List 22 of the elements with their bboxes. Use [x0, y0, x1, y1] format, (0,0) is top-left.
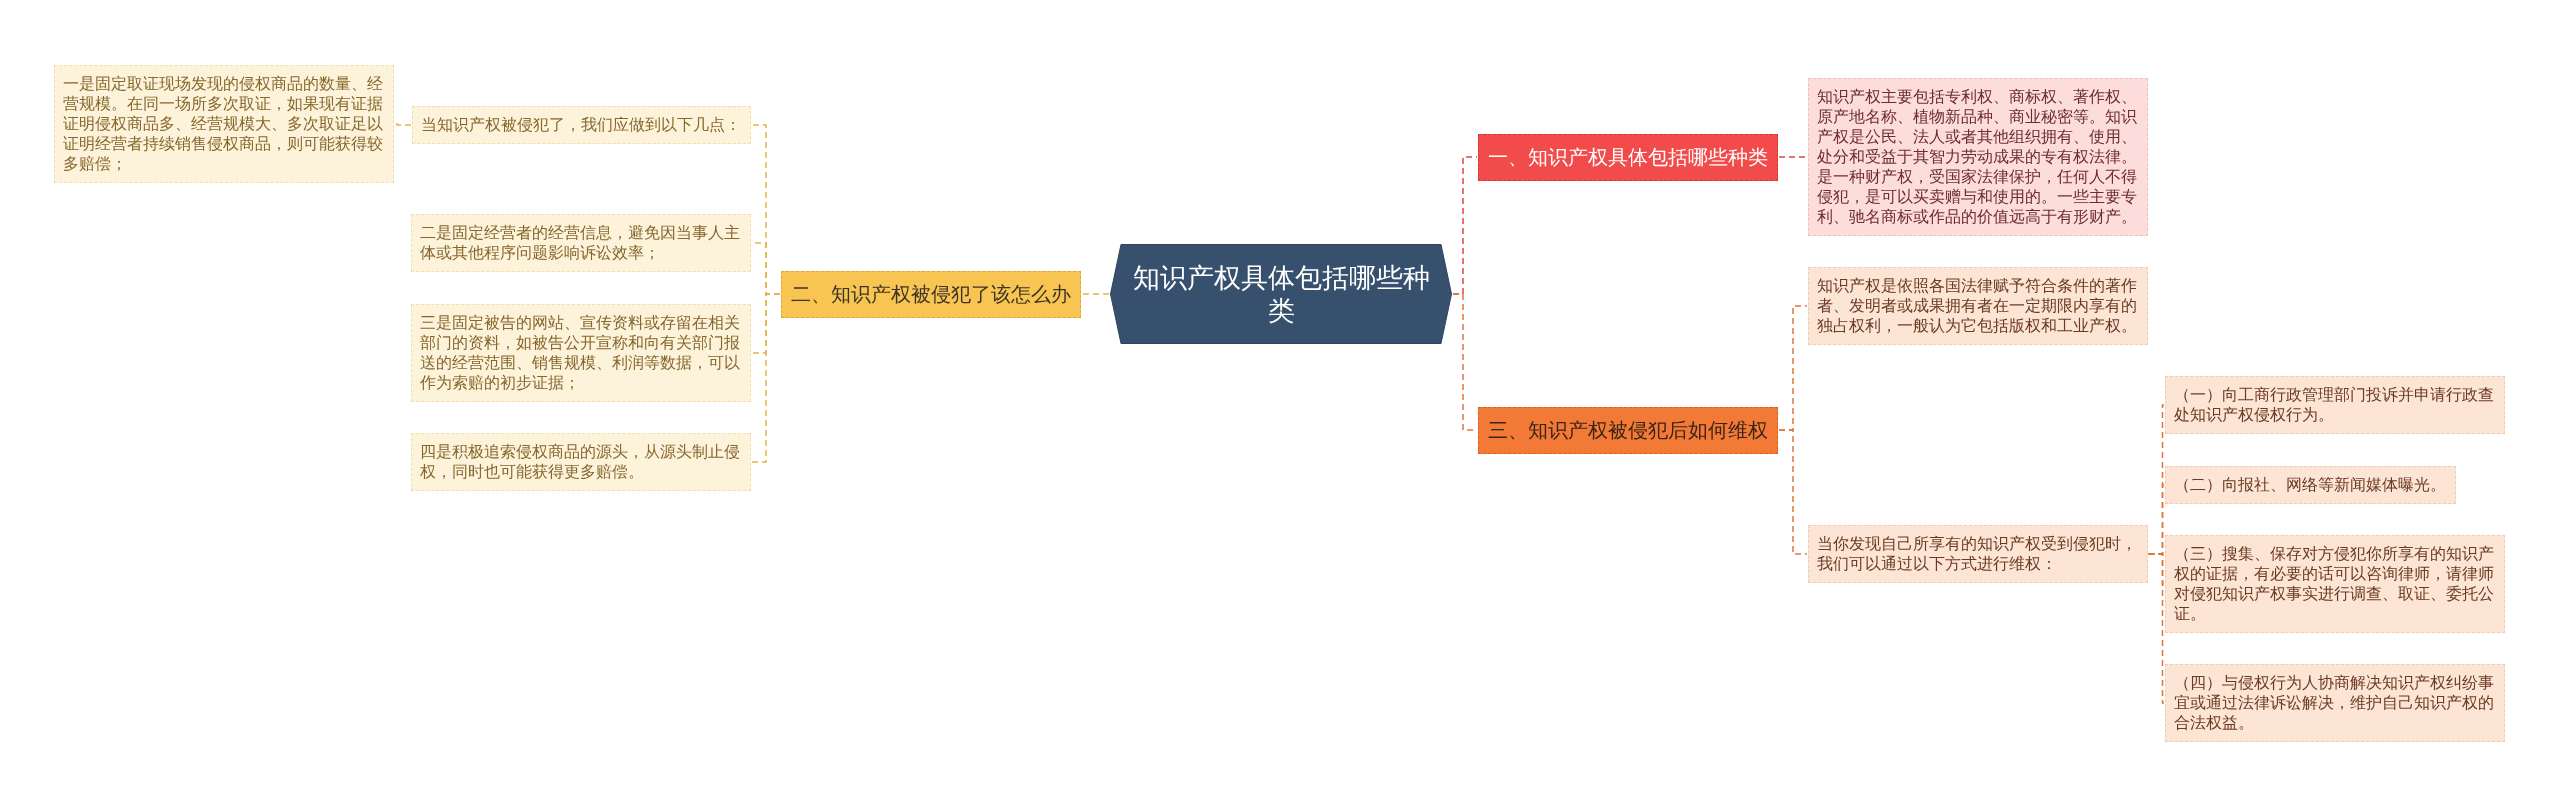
connector-line [1778, 156, 1808, 158]
connector-line [393, 123, 412, 126]
branch-topic: 二、知识产权被侵犯了该怎么办 [781, 270, 1081, 318]
detail-note: 当知识产权被侵犯了，我们应做到以下几点： [412, 106, 751, 144]
detail-note: （三）搜集、保存对方侵犯你所享有的知识产权的证据，有必要的话可以咨询律师，请律师对侵犯知识产权事实进行调查、取证、委托公证。 [2165, 535, 2505, 633]
branch-topic: 三、知识产权被侵犯后如何维权 [1478, 406, 1778, 454]
detail-note: （四）与侵权行为人协商解决知识产权纠纷事宜或通过法律诉讼解决，维护自己知识产权的合法权益。 [2165, 664, 2505, 742]
branch-topic: 一、知识产权具体包括哪些种类 [1478, 133, 1778, 181]
detail-note: 三是固定被告的网站、宣传资料或存留在相关部门的资料，如被告公开宣称和向有关部门报送的经营范围、销售规模、利润等数据，可以作为索赔的初步证据； [411, 304, 751, 402]
central-topic: 知识产权具体包括哪些种类 [1110, 244, 1452, 344]
detail-note: （一）向工商行政管理部门投诉并申请行政查处知识产权侵权行为。 [2165, 376, 2505, 434]
connector-line [1778, 429, 1808, 555]
detail-note: 二是固定经营者的经营信息，避免因当事人主体或其他程序问题影响诉讼效率； [411, 214, 751, 272]
connector-line [2147, 553, 2165, 704]
connector-line [1081, 293, 1110, 295]
detail-note: 当你发现自己所享有的知识产权受到侵犯时，我们可以通过以下方式进行维权： [1808, 525, 2148, 583]
detail-note: 一是固定取证现场发现的侵权商品的数量、经营规模。在同一场所多次取证，如果现有证据证明侵权商品多、经营规模大、多次取证足以证明经营者持续销售侵权商品，则可能获得较多赔偿； [54, 65, 394, 183]
detail-note: 知识产权是依照各国法律赋予符合条件的著作者、发明者或成果拥有者在一定期限内享有的独占权利，一般认为它包括版权和工业产权。 [1808, 267, 2148, 345]
detail-note: 知识产权主要包括专利权、商标权、著作权、原产地名称、植物新品种、商业秘密等。知识产权是公民、法人或者其他组织拥有、使用、处分和受益于其智力劳动成果的专有权法律。是一种财产权，受国家法律保护，任何人不得侵犯，是可以买卖赠与和使用的。一些主要专利、驰名商标或作品的价值远高于有形财产。 [1808, 78, 2148, 236]
detail-note: （二）向报社、网络等新闻媒体曝光。 [2165, 466, 2456, 504]
connector-line [750, 293, 781, 463]
detail-note: 四是积极追索侵权商品的源头，从源头制止侵权，同时也可能获得更多赔偿。 [411, 433, 751, 491]
